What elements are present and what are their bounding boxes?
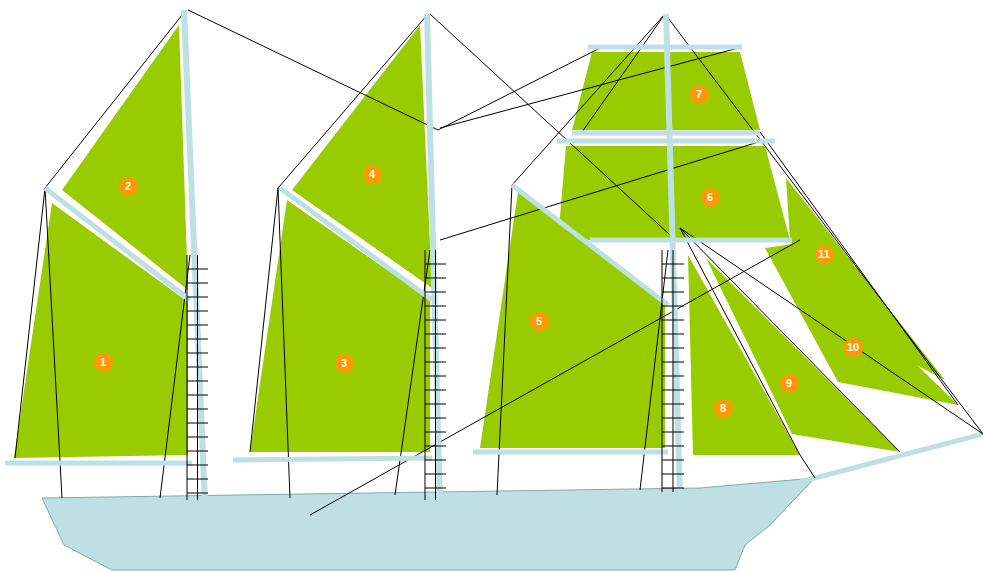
callout-number: 10 [844, 338, 863, 357]
spars [5, 47, 792, 463]
masts [184, 10, 680, 505]
callout-number: 9 [780, 374, 799, 393]
callout-number: 7 [690, 85, 709, 104]
callout-number: 11 [815, 245, 834, 264]
callout-number: 4 [363, 165, 382, 184]
bowsprit [800, 434, 983, 482]
callout-number: 1 [94, 353, 113, 372]
hull [42, 478, 815, 570]
ratlines [187, 250, 684, 500]
callout-number: 6 [701, 188, 720, 207]
callout-number: 3 [335, 354, 354, 373]
callout-number: 5 [530, 312, 549, 331]
callout-number: 2 [119, 177, 138, 196]
rigging [15, 10, 983, 515]
sails [14, 25, 958, 458]
callout-number: 8 [714, 399, 733, 418]
